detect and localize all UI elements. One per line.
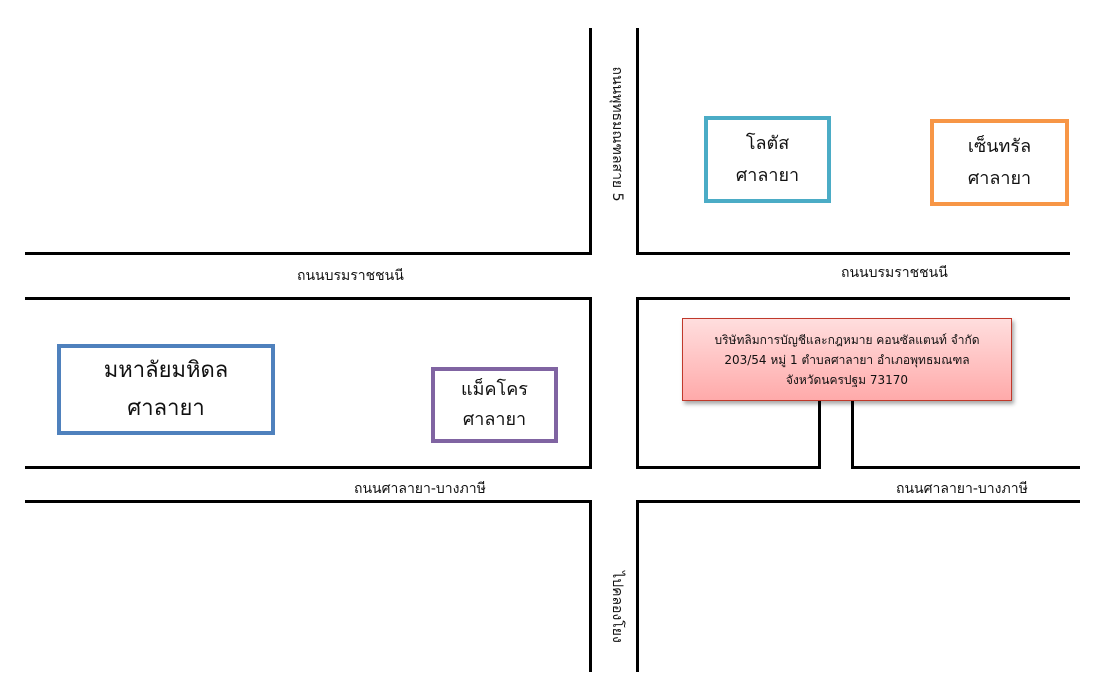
makro-line2: ศาลายา xyxy=(462,409,527,430)
road-edge-vertical-bottom-left xyxy=(589,500,592,672)
road-edge-mid-lower-left xyxy=(25,466,591,469)
mahidol-line2: ศาลายา xyxy=(127,395,205,421)
road-label-to-khlong-yong: ไปคลองโยง xyxy=(609,571,625,643)
company-address: 203/54 หมู่ 1 ตำบลศาลายา อำเภอพุทธมณฑล xyxy=(724,352,970,367)
road-edge-vertical-mid-right xyxy=(636,297,639,469)
company-location-box: บริษัทลิมการบัญชีและกฎหมาย คอนซัลแตนท์ จ… xyxy=(682,318,1012,401)
central-line1: เซ็นทรัล xyxy=(967,135,1032,157)
road-edge-bottom-left xyxy=(25,500,591,503)
mahidol-line1: มหาลัยมหิดล xyxy=(103,357,229,383)
road-label-phutthamonthon-sai5: ถนนพุทธมณฑลสาย 5 xyxy=(609,66,625,202)
road-label-salaya-bangphasi-left: ถนนศาลายา-บางภาษี xyxy=(354,481,486,497)
road-edge-bottom-right xyxy=(637,500,1080,503)
driveway-right-edge xyxy=(851,400,854,469)
company-province: จังหวัดนครปฐม 73170 xyxy=(785,372,909,387)
lotus-line2: ศาลายา xyxy=(735,164,800,186)
company-name: บริษัทลิมการบัญชีและกฎหมาย คอนซัลแตนท์ จ… xyxy=(714,332,980,347)
road-label-salaya-bangphasi-right: ถนนศาลายา-บางภาษี xyxy=(896,481,1028,497)
landmark-makro-salaya: แม็คโคร ศาลายา xyxy=(431,367,558,443)
landmark-lotus-salaya: โลตัส ศาลายา xyxy=(704,116,831,203)
road-edge-vertical-top-right xyxy=(636,28,639,255)
road-edge-mid-lower-right-a xyxy=(637,466,821,469)
road-edge-vertical-bottom-right xyxy=(636,500,639,672)
road-label-borommaratchachonnani-left: ถนนบรมราชชนนี xyxy=(297,268,404,284)
road-label-borommaratchachonnani-right: ถนนบรมราชชนนี xyxy=(841,265,948,281)
driveway-left-edge xyxy=(818,400,821,469)
central-line2: ศาลายา xyxy=(967,167,1032,189)
landmark-central-salaya: เซ็นทรัล ศาลายา xyxy=(930,119,1069,206)
landmark-mahidol-salaya: มหาลัยมหิดล ศาลายา xyxy=(57,344,275,435)
road-edge-vertical-mid-left xyxy=(589,297,592,469)
road-edge-vertical-top-left xyxy=(589,28,592,255)
lotus-line1: โลตัส xyxy=(745,132,790,154)
road-edge-top-right xyxy=(637,252,1070,255)
road-edge-mid-lower-right-b xyxy=(851,466,1080,469)
makro-line1: แม็คโคร xyxy=(461,379,528,400)
road-edge-mid-upper-left xyxy=(25,297,591,300)
road-edge-top-left xyxy=(25,252,591,255)
road-edge-mid-upper-right xyxy=(637,297,1070,300)
